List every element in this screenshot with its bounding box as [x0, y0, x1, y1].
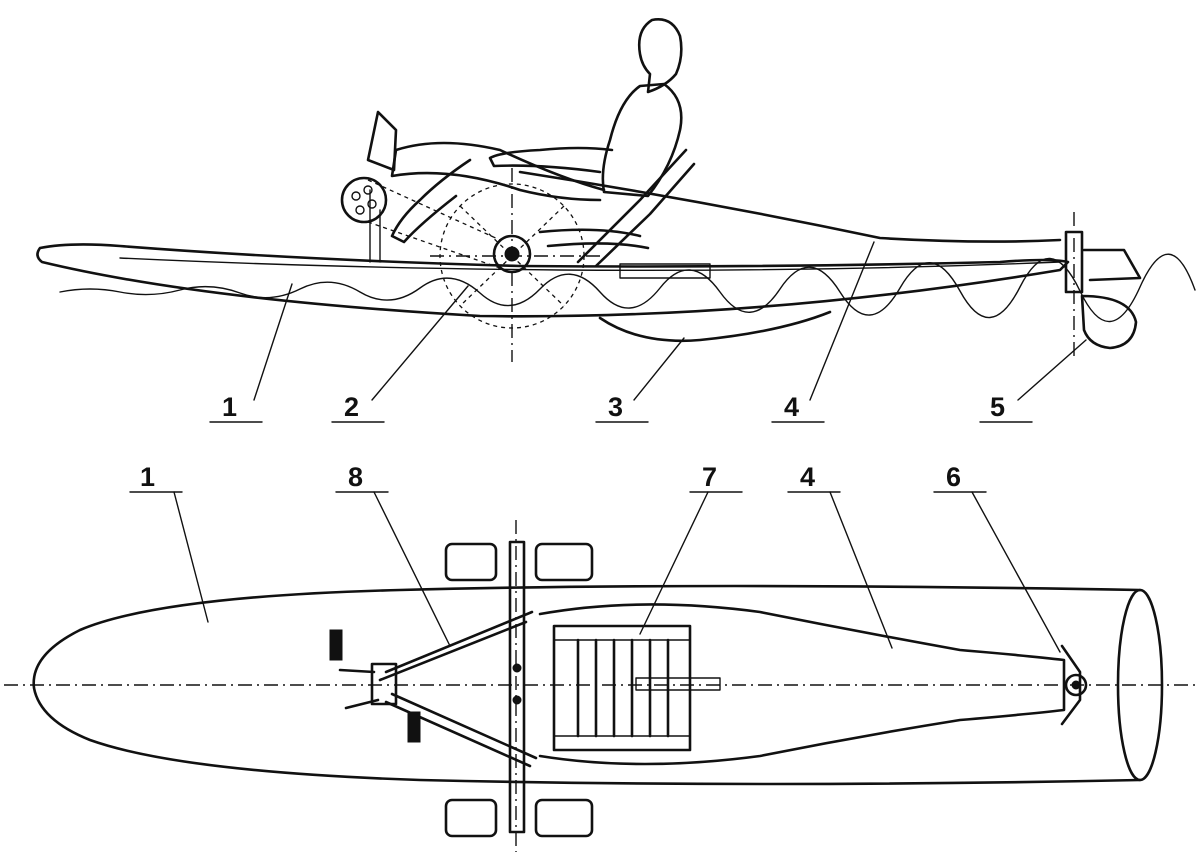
wheel-hub-center: [504, 246, 520, 262]
rudder-post: [1064, 230, 1084, 294]
drive-sprocket: [340, 176, 388, 224]
callout-1-side: 1: [222, 392, 237, 422]
callout-1-top: 1: [140, 462, 155, 492]
rider-head: [637, 18, 683, 94]
rudder-assembly: [1064, 212, 1142, 360]
pedal-right: [407, 711, 421, 743]
seat-base: [538, 228, 650, 250]
paddle-blade-ur: [534, 542, 594, 582]
seat-back-rails: [576, 148, 696, 268]
callout-7-top: 7: [702, 462, 717, 492]
paddle-blade-lr: [534, 798, 594, 838]
transom-bracket: [1082, 248, 1142, 282]
tiller-line: [518, 170, 1062, 243]
rider-arm: [488, 146, 614, 174]
float-hull-top: [32, 584, 1142, 786]
drive-chain: [367, 179, 501, 269]
callout-8-top: 8: [348, 462, 363, 492]
callout-5-side: 5: [990, 392, 1005, 422]
top-view: 1 8 7 4 6: [4, 462, 1196, 852]
pedal-left: [329, 629, 343, 661]
float-stern: [1116, 588, 1164, 782]
callout-2-side: 2: [344, 392, 359, 422]
float-deck-line: [119, 257, 1061, 272]
a-frame: [329, 610, 538, 768]
seat-frame: [369, 148, 711, 279]
rider-torso: [601, 82, 683, 198]
pedal-mount-post: [369, 189, 381, 263]
callout-6-top: 6: [946, 462, 961, 492]
side-callouts: 1 2 3 4 5: [209, 241, 1087, 423]
rider-upper-leg: [390, 141, 606, 202]
rudder-blade: [1080, 294, 1138, 350]
callout-3-side: 3: [608, 392, 623, 422]
inner-cutout: [538, 603, 1066, 766]
float-hull-side: [36, 243, 1070, 318]
paddle-wheel-top: [444, 540, 594, 838]
top-callouts: 1 8 7 4 6: [129, 462, 1061, 653]
rider-figure: [366, 18, 683, 244]
side-view: 1 2 3 4 5: [36, 18, 1196, 423]
callout-4-side: 4: [784, 392, 799, 422]
rider-lower-leg: [390, 158, 472, 244]
wheel-hub: [492, 234, 532, 274]
rudder-crossbar: [1060, 644, 1088, 726]
callout-4-top: 4: [800, 462, 815, 492]
keel-fin: [598, 310, 832, 343]
paddle-wheel: [430, 168, 600, 362]
paddle-blade-ll: [444, 798, 498, 838]
paddle-blade-ul: [444, 542, 498, 582]
rider-foot: [366, 110, 398, 172]
seat-mount-block: [619, 263, 711, 279]
seat-grating: [552, 624, 721, 752]
